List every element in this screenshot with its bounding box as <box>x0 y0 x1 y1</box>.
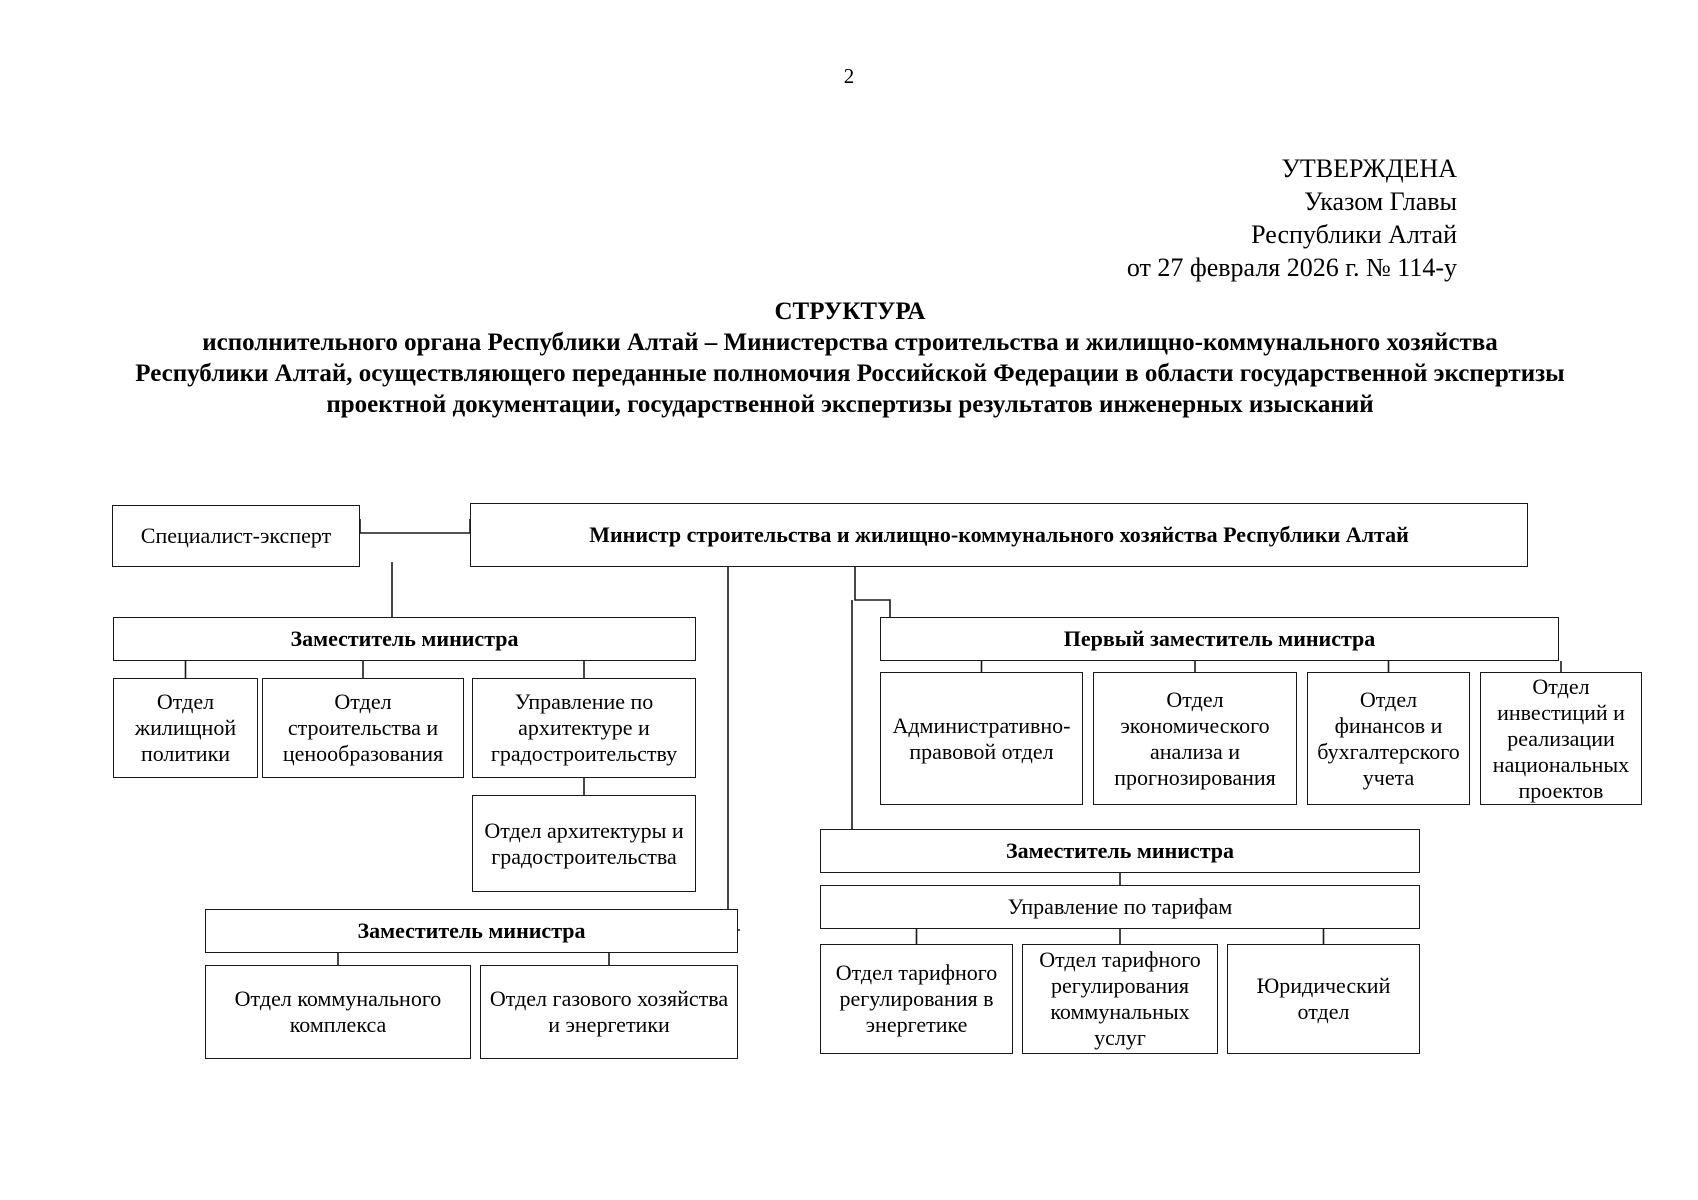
approval-line-2: Указом Главы <box>1304 187 1457 216</box>
title-line-3: проектной документации, государственной … <box>326 391 1374 418</box>
node-dept-tariff-communal[interactable]: Отдел тарифного регулирования коммунальн… <box>1022 944 1218 1054</box>
node-dept-communal-complex-label: Отдел коммунального комплекса <box>234 986 442 1037</box>
node-dept-gas-energy-label: Отдел газового хозяйства и энергетики <box>489 986 729 1037</box>
title-heading: СТРУКТУРА <box>774 298 926 325</box>
node-dept-gas-energy[interactable]: Отдел газового хозяйства и энергетики <box>480 965 738 1059</box>
node-dept-admin-legal[interactable]: Административно-правовой отдел <box>880 672 1083 805</box>
document-title: СТРУКТУРА исполнительного органа Республ… <box>60 296 1640 420</box>
node-specialist[interactable]: Специалист-эксперт <box>112 505 360 567</box>
node-first-deputy-minister[interactable]: Первый заместитель министра <box>880 617 1559 661</box>
node-dept-construction-pricing-label: Отдел строительства и ценообразования <box>282 689 444 766</box>
node-deputy-minister-left[interactable]: Заместитель министра <box>113 617 696 661</box>
title-line-1: исполнительного органа Республики Алтай … <box>202 329 1498 356</box>
node-dir-tariffs-label: Управление по тарифам <box>1007 894 1233 919</box>
node-dept-housing-policy[interactable]: Отдел жилищной политики <box>113 678 258 778</box>
node-deputy-minister-left-label: Заместитель министра <box>290 626 519 651</box>
node-specialist-label: Специалист-эксперт <box>140 523 332 548</box>
node-deputy-minister-tariffs[interactable]: Заместитель министра <box>820 829 1420 873</box>
node-deputy-minister-bottom-left[interactable]: Заместитель министра <box>205 909 738 953</box>
approval-line-4: от 27 февраля 2026 г. № 114-у <box>1126 253 1457 282</box>
node-dept-finance-accounting[interactable]: Отдел финансов и бухгалтерского учета <box>1307 672 1470 805</box>
node-dept-economic-analysis[interactable]: Отдел экономического анализа и прогнозир… <box>1093 672 1297 805</box>
node-dept-legal-label: Юридический отдел <box>1256 973 1391 1024</box>
node-deputy-minister-bottom-left-label: Заместитель министра <box>357 918 586 943</box>
node-first-deputy-minister-label: Первый заместитель министра <box>1063 626 1376 651</box>
node-minister-label: Министр строительства и жилищно-коммунал… <box>589 522 1409 547</box>
node-dept-architecture-urban-label: Отдел архитектуры и градостроительства <box>484 817 684 869</box>
page-number: 2 <box>843 64 855 88</box>
title-line-2: Республики Алтай, осуществляющего переда… <box>135 360 1565 387</box>
node-minister[interactable]: Министр строительства и жилищно-коммунал… <box>470 503 1528 567</box>
node-dept-investments-projects[interactable]: Отдел инвестиций и реализации национальн… <box>1480 672 1642 805</box>
node-dept-tariff-energy[interactable]: Отдел тарифного регулирования в энергети… <box>820 944 1013 1054</box>
node-dept-architecture-urban[interactable]: Отдел архитектуры и градостроительства <box>472 795 696 892</box>
node-dept-admin-legal-label: Административно-правовой отдел <box>892 712 1071 764</box>
node-dept-finance-accounting-label: Отдел финансов и бухгалтерского учета <box>1317 686 1460 790</box>
node-dir-architecture-urban[interactable]: Управление по архитектуре и градостроите… <box>472 678 696 778</box>
node-dept-tariff-communal-label: Отдел тарифного регулирования коммунальн… <box>1039 947 1201 1050</box>
approval-block: УТВЕРЖДЕНА Указом Главы Республики Алтай… <box>1020 152 1457 284</box>
node-deputy-minister-tariffs-label: Заместитель министра <box>1005 838 1234 863</box>
node-dept-housing-policy-label: Отдел жилищной политики <box>134 689 237 766</box>
node-dept-investments-projects-label: Отдел инвестиций и реализации национальн… <box>1492 673 1630 803</box>
node-dept-legal[interactable]: Юридический отдел <box>1227 944 1420 1054</box>
node-dept-communal-complex[interactable]: Отдел коммунального комплекса <box>205 965 471 1059</box>
node-dept-construction-pricing[interactable]: Отдел строительства и ценообразования <box>262 678 464 778</box>
node-dir-tariffs[interactable]: Управление по тарифам <box>820 885 1420 929</box>
node-dir-architecture-urban-label: Управление по архитектуре и градостроите… <box>490 689 678 766</box>
approval-line-1: УТВЕРЖДЕНА <box>1281 154 1457 183</box>
node-dept-tariff-energy-label: Отдел тарифного регулирования в энергети… <box>835 960 998 1037</box>
approval-line-3: Республики Алтай <box>1251 220 1457 249</box>
node-dept-economic-analysis-label: Отдел экономического анализа и прогнозир… <box>1114 686 1276 790</box>
